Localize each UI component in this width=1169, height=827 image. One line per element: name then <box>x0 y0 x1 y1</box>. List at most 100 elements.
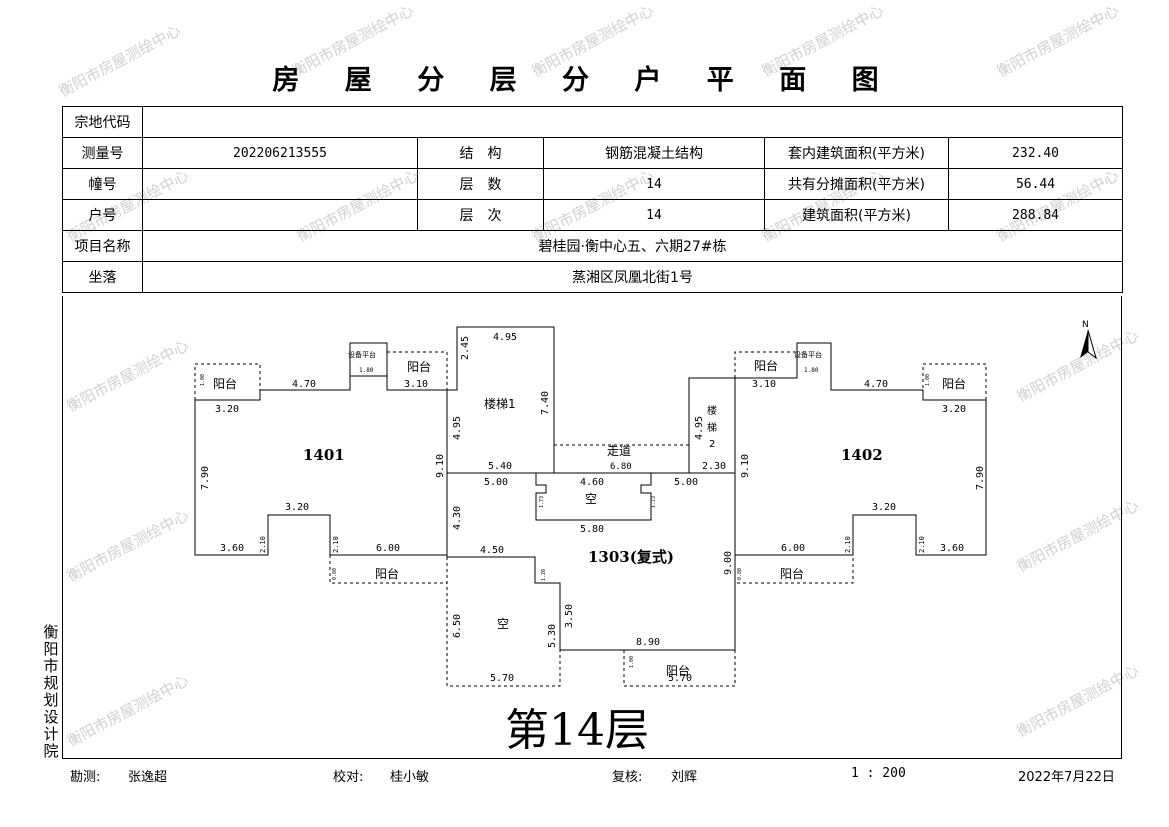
balcony-outline <box>387 351 448 390</box>
balcony-label: 阳台 <box>375 566 399 581</box>
dimension-label: 5.00 <box>484 477 508 488</box>
dimension-label: 1.73 <box>651 496 657 508</box>
dimension-label: 7.40 <box>540 391 551 415</box>
dimension-label: 4.30 <box>452 506 463 530</box>
dimension-label: 3.60 <box>220 543 244 554</box>
location-value: 蒸湘区凤凰北街1号 <box>141 261 1124 293</box>
dimension-label: 6.00 <box>376 543 400 554</box>
dimension-label: 3.50 <box>564 604 575 628</box>
building-area-value: 288.84 <box>947 199 1124 231</box>
plan-frame <box>62 296 1122 759</box>
dimension-label: 5.40 <box>488 461 512 472</box>
dimension-label: 4.95 <box>694 416 705 440</box>
dimension-label: 1.00 <box>629 656 635 668</box>
dimension-label: 5.30 <box>547 624 558 648</box>
review-label: 复核: <box>612 770 643 785</box>
dimension-label: 2.30 <box>702 461 726 472</box>
dimension-label: 3.20 <box>872 502 896 513</box>
dimension-label: 3.10 <box>404 379 428 390</box>
void-lower-outline <box>446 557 561 687</box>
north-label: N <box>1082 320 1089 330</box>
table-row: 坐落 蒸湘区凤凰北街1号 <box>62 261 1124 293</box>
floors-value: 14 <box>543 168 765 200</box>
date-label: 2022年7月22日 <box>1018 770 1115 785</box>
dimension-label: 2.45 <box>460 336 471 360</box>
balcony-outline <box>734 555 854 584</box>
dimension-label: 4.70 <box>292 379 316 390</box>
inner-area-value: 232.40 <box>947 137 1124 169</box>
dimension-label: 0.80 <box>737 568 743 580</box>
dimension-label: 7.90 <box>975 466 986 490</box>
dimension-label: 1.00 <box>200 374 206 386</box>
unit-1402-outline <box>734 342 987 556</box>
dimension-label: 1.80 <box>804 367 819 374</box>
dimension-label: 6.80 <box>610 462 632 472</box>
dimension-label: 0.80 <box>332 568 338 580</box>
shared-area-value: 56.44 <box>947 168 1124 200</box>
dimension-label: 1.73 <box>539 496 545 508</box>
dimension-label: 3.20 <box>285 502 309 513</box>
dimension-label: 4.60 <box>580 477 604 488</box>
dimension-label: 5.70 <box>490 673 514 684</box>
unit-1401-label: 1401 <box>303 446 345 464</box>
institute-label: 衡阳市规划设计院 <box>43 623 59 760</box>
dimension-label: 2.10 <box>259 536 267 553</box>
dimension-label: 3.20 <box>215 404 239 415</box>
dimension-label: 3.20 <box>942 404 966 415</box>
balcony-outline <box>922 363 987 400</box>
dimension-label: 9.00 <box>723 551 734 575</box>
table-row: 幢号 层 数 14 共有分摊面积(平方米) 56.44 <box>62 168 1124 200</box>
page-title: 房 屋 分 层 分 户 平 面 图 <box>272 65 897 96</box>
dimension-label: 2.10 <box>332 536 340 553</box>
dimension-label: 4.50 <box>480 545 504 556</box>
project-label: 项目名称 <box>62 230 143 262</box>
dimension-label: 3.10 <box>752 379 776 390</box>
survey-name: 张逸超 <box>128 770 168 785</box>
balcony-label: 阳台 <box>407 359 431 374</box>
dimension-label: 6.50 <box>452 614 463 638</box>
location-label: 坐落 <box>62 261 143 293</box>
balcony-outline <box>623 650 736 687</box>
dimension-label: 2.10 <box>844 536 852 553</box>
balcony-outline <box>194 363 261 400</box>
stair2-label: 2 <box>709 439 715 450</box>
balcony-label: 阳台 <box>780 566 804 581</box>
scale-label: 1 : 200 <box>851 766 906 781</box>
stair2-label: 梯 <box>707 421 717 434</box>
level-value: 14 <box>543 199 765 231</box>
unit-1402-label: 1402 <box>841 446 883 464</box>
project-value: 碧桂园·衡中心五、六期27#栋 <box>141 230 1124 262</box>
dimension-label: 3.60 <box>940 543 964 554</box>
north-arrow-icon <box>1080 329 1097 360</box>
balcony-label: 阳台 <box>942 376 966 391</box>
equipment-platform-outline <box>349 342 388 376</box>
building-no-label: 幢号 <box>62 168 143 200</box>
dimension-label: 8.90 <box>636 637 660 648</box>
balcony-label: 阳台 <box>754 358 778 373</box>
building-area-label: 建筑面积(平方米) <box>764 199 949 231</box>
dimension-label: 4.95 <box>452 416 463 440</box>
dimension-label: 9.10 <box>435 454 446 478</box>
void-label: 空 <box>497 617 509 631</box>
void-upper-outline <box>535 473 652 521</box>
dimension-label: 4.95 <box>493 332 517 343</box>
structure-value: 钢筋混凝土结构 <box>543 137 765 169</box>
unit-1303-outline <box>446 473 736 651</box>
balcony-outline <box>734 351 797 378</box>
dimension-label: 5.80 <box>580 524 604 535</box>
parcel-code-label: 宗地代码 <box>62 106 143 138</box>
void-label: 空 <box>585 492 597 506</box>
equipment-label: 设备平台 <box>348 350 376 359</box>
unit-1401-outline <box>194 375 448 556</box>
dimension-label: 1.20 <box>541 569 547 581</box>
dimension-label: 6.00 <box>781 543 805 554</box>
dimension-label: 9.10 <box>740 454 751 478</box>
equipment-label: 设备平台 <box>794 350 822 359</box>
dimension-label: 5.00 <box>674 477 698 488</box>
corridor-label: 走道 <box>607 444 631 458</box>
dimension-label: 1.80 <box>359 367 374 374</box>
stair2-label: 楼 <box>707 404 717 417</box>
check-name: 桂小敏 <box>390 770 430 785</box>
dimension-label: 1.00 <box>925 374 931 386</box>
